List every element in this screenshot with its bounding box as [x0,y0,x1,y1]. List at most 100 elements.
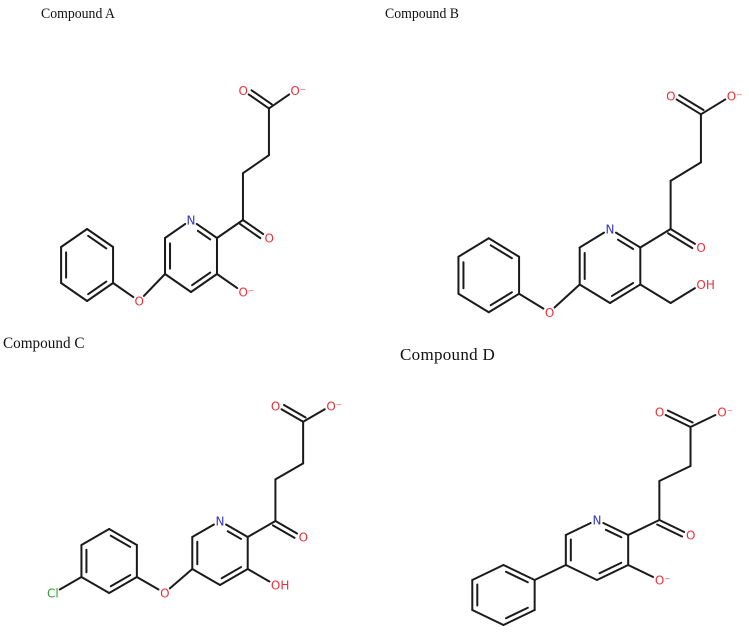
single-bond [627,519,661,536]
carboxyl-oxygen-label: O [666,89,675,103]
single-bond [246,520,277,538]
single-bond [80,528,111,546]
single-bond [578,283,611,304]
single-bond [471,564,505,581]
ketone-oxygen-label: O [686,529,695,543]
ketone-oxygen-label: O [264,232,273,246]
single-bond [518,292,545,310]
double-bond [195,222,218,239]
single-bond [578,231,606,249]
double-bond-inner-line [191,271,212,287]
single-bond [60,282,89,302]
carboxylate-oxygen-label: O⁻ [717,406,733,420]
c3-substituent-label: O⁻ [655,574,671,588]
double-bond-inner-line [604,528,623,539]
double-bond [614,231,642,249]
single-bond [669,287,696,304]
carboxylate-oxygen-label: O⁻ [727,89,743,103]
double-bond-inner-line [250,89,273,106]
double-bond-inner-line [489,244,513,260]
compound-a-title: Compound A [41,6,116,22]
single-bond [58,576,83,591]
double-bond-inner-line [678,94,705,112]
carboxyl-oxygen-label: O [271,399,280,413]
double-bond-inner-line [598,561,623,575]
single-bond [164,273,192,293]
single-bond [302,408,326,423]
double-bond [108,528,138,546]
single-bond [274,462,305,481]
double-bond-inner-line [489,291,513,307]
ether-oxygen-label: O [160,587,169,601]
double-bond [225,523,249,538]
single-bond [699,98,727,116]
chlorine-label: Cl [47,587,59,601]
double-bond [190,273,218,293]
ring-nitrogen-label: N [216,515,225,529]
double-bond-inner-line [109,574,132,588]
single-bond [112,282,135,299]
double-bond-inner-line [220,566,243,580]
single-bond [215,273,239,290]
single-bond [533,564,567,581]
ring-nitrogen-label: N [606,223,615,237]
c3-substituent-label: O⁻ [238,286,254,300]
double-bond [596,564,630,581]
single-bond [168,568,194,590]
double-bond [669,228,696,245]
double-bond-inner-line [667,232,694,250]
compound-a-structure: N O O O⁻ O⁻ O [60,84,306,309]
double-bond-inner-line [271,524,296,539]
double-bond-inner-line [239,223,262,240]
double-bond [502,564,536,581]
single-bond [627,564,655,578]
double-bond-inner-line [282,403,307,419]
double-bond [108,576,138,594]
carboxyl-oxygen-label: O [238,84,247,98]
compound-c-title: Compound C [3,335,85,352]
double-bond [241,219,265,236]
single-bond [191,523,215,538]
double-bond [274,520,299,535]
double-bond-inner-line [504,570,529,584]
single-bond [80,576,111,594]
double-bond [675,98,702,116]
single-bond [639,228,672,249]
single-bond [669,161,702,182]
double-bond [609,283,642,304]
carboxyl-oxygen-label: O [655,406,664,420]
single-bond [471,609,505,626]
double-bond [280,408,305,423]
ether-oxygen-label: O [135,295,144,309]
single-bond [658,465,692,482]
ketone-oxygen-label: O [299,531,308,545]
single-bond [142,273,167,297]
compound-d-title: Compound D [400,345,496,364]
double-bond-inner-line [226,530,243,540]
hydroxymethyl-oh-label: OH [696,278,714,292]
c3-substituent-label: OH [271,579,289,593]
single-bond [164,222,187,239]
double-bond [487,237,521,258]
double-bond-inner-line [87,234,108,250]
ring-nitrogen-label: N [187,214,196,228]
double-bond-inner-line [656,523,684,538]
single-bond [60,228,89,248]
double-bond [664,414,692,428]
double-bond-inner-line [610,282,635,297]
single-bond [457,237,490,258]
double-bond [219,568,249,586]
double-bond [487,292,521,314]
carboxylate-oxygen-label: O⁻ [290,84,306,98]
single-bond [639,283,672,304]
double-bond-inner-line [616,238,635,250]
single-bond [215,219,244,239]
single-bond [191,568,221,586]
compound-b-title: Compound B [385,6,460,22]
single-bond [457,292,490,314]
double-bond-inner-line [504,606,529,620]
single-bond [564,522,592,536]
